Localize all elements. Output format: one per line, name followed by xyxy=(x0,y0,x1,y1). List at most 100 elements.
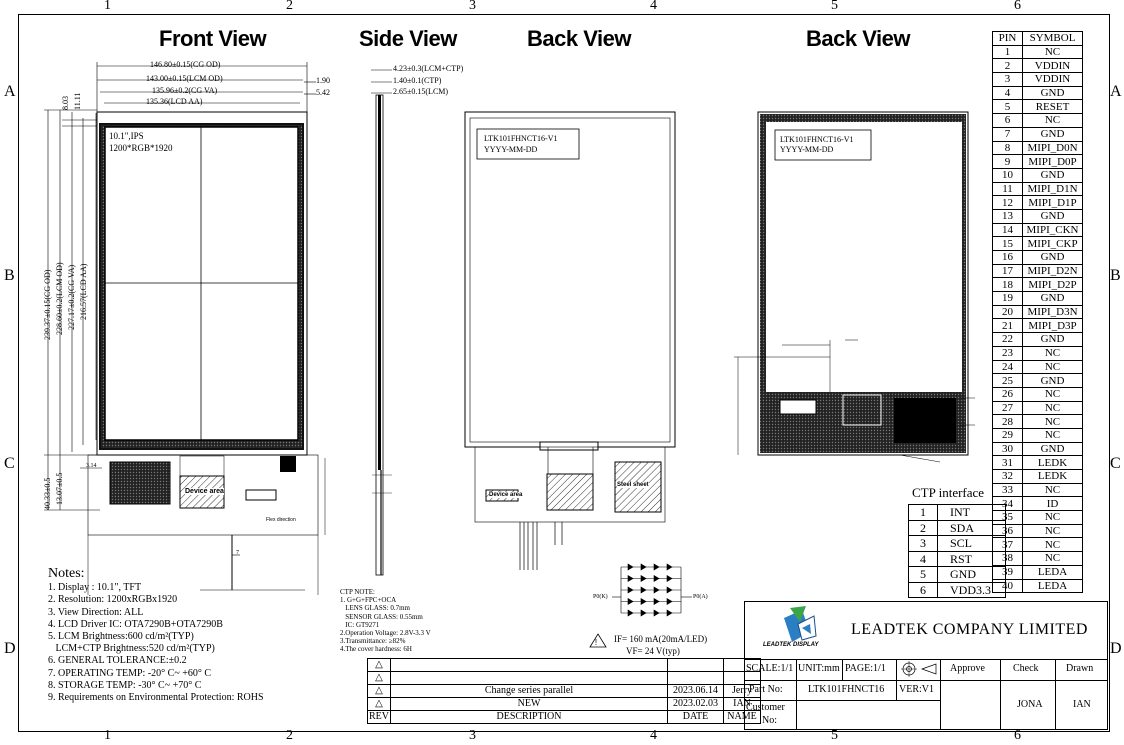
led-diode xyxy=(627,597,634,606)
ctp-note-item: 3.Transmittance: ≥82% xyxy=(340,637,406,646)
led-diode xyxy=(640,609,647,617)
dim-cg-va-width: 135.96±0.2(CG VA) xyxy=(152,86,218,95)
dim-cg-od-width: 146.80±0.15(CG OD) xyxy=(150,60,221,69)
approve-label: Approve xyxy=(950,663,985,674)
led-diode xyxy=(627,563,634,571)
rev-header-desc: DESCRIPTION xyxy=(390,710,668,724)
rev-row: △ xyxy=(367,658,761,672)
dim-right-2: 5.42 xyxy=(316,88,330,97)
ctp-note-item: SENSOR GLASS: 0.55mm xyxy=(340,612,423,621)
grid-col-2-bottom: 2 xyxy=(286,728,293,743)
panel-resolution-label: 1200*RGB*1920 xyxy=(109,143,173,153)
scale-label: SCALE:1/1 xyxy=(746,663,794,674)
front-view-title: Front View xyxy=(159,26,267,51)
grid-col-6-bottom: 6 xyxy=(1014,728,1021,743)
ctp-note-item: 1. G+G+FPC+OCA xyxy=(340,596,397,605)
drawer-name: IAN xyxy=(1073,699,1091,710)
ctp-pin-signal: SDA xyxy=(937,519,1006,536)
grid-row-d: D xyxy=(4,640,16,657)
grid-row-a-right: A xyxy=(1110,83,1122,100)
note-item: 2. Resolution: 1200xRGBx1920 xyxy=(48,594,178,606)
note-item: 9. Requirements on Environmental Protect… xyxy=(48,692,264,704)
ctp-note-item: LENS GLASS: 0.7mm xyxy=(340,604,411,613)
grid-col-3-bottom: 3 xyxy=(469,728,476,743)
led-diode xyxy=(627,574,634,583)
drawing-frame xyxy=(18,14,1110,732)
ctp-pin-signal: SCL xyxy=(937,535,1006,552)
grid-col-5-bottom: 5 xyxy=(831,728,838,743)
part-no-label: Part No: xyxy=(749,684,783,695)
led-diode xyxy=(640,563,647,571)
ctp-interface-title: CTP interface xyxy=(912,485,985,500)
rev-header-rev: REV xyxy=(367,710,391,724)
grid-row-d-right: D xyxy=(1110,640,1122,657)
company-name: LEADTEK COMPANY LIMITED xyxy=(851,621,1088,638)
led-diode xyxy=(640,597,647,606)
grid-row-a: A xyxy=(4,83,16,100)
note-item: 7. OPERATING TEMP: -20° C~ +60° C xyxy=(48,667,212,679)
led-pin-right: P0(A) xyxy=(693,594,708,600)
grid-row-c-right: C xyxy=(1110,455,1121,472)
grid-col-1: 1 xyxy=(104,0,111,13)
note-item: 1. Display : 10.1", TFT xyxy=(48,582,142,594)
drawn-label: Drawn xyxy=(1066,663,1094,674)
led-diode xyxy=(666,609,673,617)
side-dim-ctp: 1.40±0.1(CTP) xyxy=(393,76,442,85)
led-diode xyxy=(653,609,660,617)
logo-text: LEADTEK DISPLAY xyxy=(763,642,819,648)
back1-model-label: LTK101FHNCT16-V1 xyxy=(484,134,558,143)
led-diode xyxy=(653,563,660,571)
version-label: VER:V1 xyxy=(899,684,934,695)
ctp-pin-signal: VDD3.3 xyxy=(937,581,1006,598)
part-no-value: LTK101FHNCT16 xyxy=(808,684,885,695)
back2-date-label: YYYY-MM-DD xyxy=(780,145,834,154)
pin-symbol: GND xyxy=(1022,441,1083,457)
rev-header-date: DATE xyxy=(667,710,724,724)
dim-right-1: 1.90 xyxy=(316,76,330,85)
side-dim-total: 4.23±0.3(LCM+CTP) xyxy=(393,64,464,73)
side-view-title: Side View xyxy=(359,26,457,51)
back1-steel-label: Steel sheet xyxy=(617,482,649,488)
led-diode xyxy=(640,586,647,594)
led-diode xyxy=(666,563,673,571)
notes-title: Notes: xyxy=(48,566,85,581)
panel-size-label: 10.1",IPS xyxy=(109,131,144,141)
led-diode xyxy=(666,597,673,606)
led-voltage: VF= 24 V(typ) xyxy=(626,646,680,656)
led-current: IF= 160 mA(20mA/LED) xyxy=(614,634,708,644)
grid-col-3: 3 xyxy=(469,0,476,13)
unit-label: UNIT:mm xyxy=(798,663,840,674)
rev-date-1: 2023.06.14 xyxy=(667,684,724,698)
ctp-notes-block: CTP NOTE:1. G+G+FPC+OCA LENS GLASS: 0.7m… xyxy=(340,588,431,654)
title-block xyxy=(744,601,1108,730)
ctp-pin-signal: GND xyxy=(937,566,1006,583)
grid-col-6: 6 xyxy=(1014,0,1021,13)
ctp-note-item: 4.The cover hardness: 6H xyxy=(340,645,412,654)
customer-no-label: No: xyxy=(762,715,777,726)
rev-header-name: NAME xyxy=(723,710,761,724)
rev-desc-1: Change series parallel xyxy=(390,684,668,698)
